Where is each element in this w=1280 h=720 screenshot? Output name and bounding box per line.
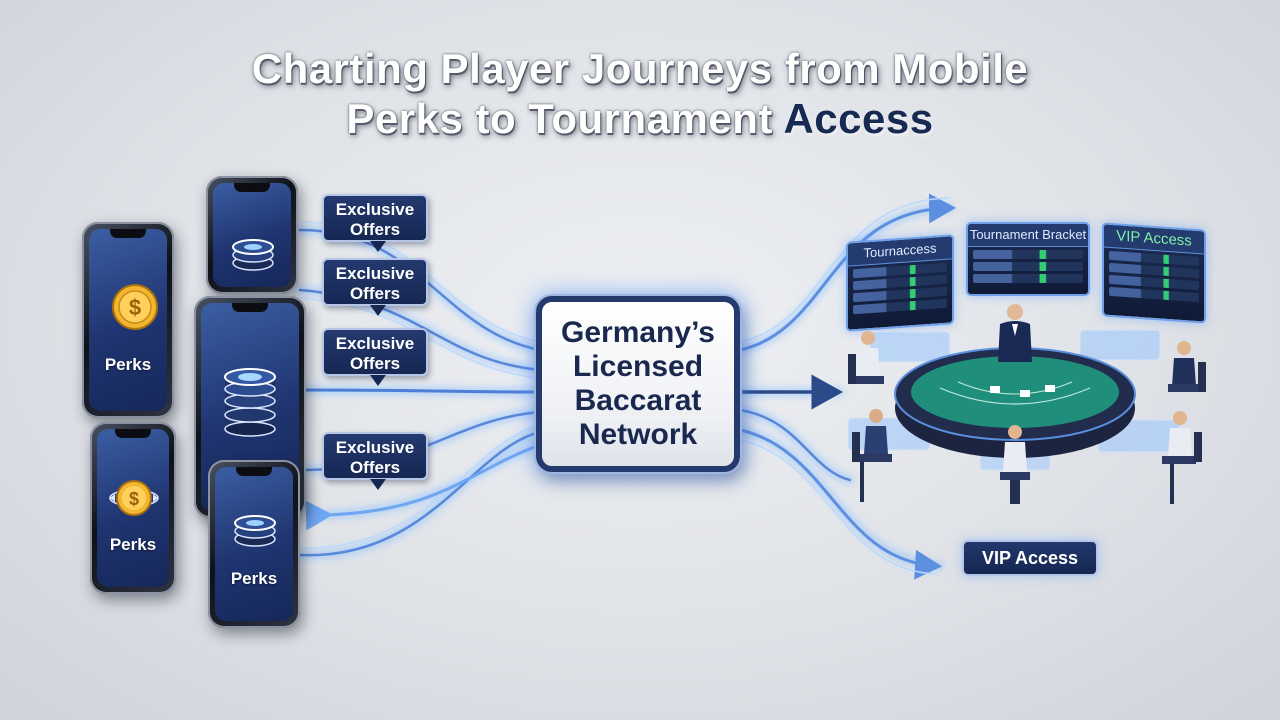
poker-chip-icon (234, 515, 276, 547)
title-line-1: Charting Player Journeys from Mobile (251, 45, 1029, 92)
diagram-title: Charting Player Journeys from Mobile Per… (0, 44, 1280, 144)
phone-perks-chip: Perks (208, 460, 300, 628)
spinning-coin-icon: $ (109, 480, 159, 516)
baccarat-table-scene (847, 304, 1206, 504)
chairs (848, 354, 1206, 504)
dealer-figure (998, 304, 1032, 362)
phone-screen: $ Perks (89, 229, 167, 411)
title-line-2-prefix: Perks to Tournament (346, 95, 784, 142)
phone-notch (115, 429, 151, 438)
board-title: Tournaccess (848, 236, 952, 267)
offer-bubble: Exclusive Offers (322, 432, 428, 490)
phone-notch (232, 303, 268, 312)
board-tournament-bracket: Tournament Bracket (966, 222, 1090, 296)
svg-text:$: $ (129, 489, 139, 509)
phone-notch (110, 229, 146, 238)
phone-notch (236, 467, 272, 476)
poker-chip-stack-icon (224, 368, 276, 437)
phone-notch (234, 183, 270, 192)
title-accent-word: Access (783, 95, 934, 142)
phone-perks-spin-coin: $ Perks (90, 422, 176, 594)
vip-access-badge: VIP Access (962, 540, 1098, 576)
phone-chip-top (206, 176, 298, 294)
offer-bubble: Exclusive Offers (322, 328, 428, 386)
phone-label: Perks (109, 535, 157, 554)
phone-screen: $ Perks (97, 429, 169, 587)
phone-label: Perks (104, 355, 152, 374)
phone-screen (213, 183, 291, 287)
poker-chip-icon (232, 239, 274, 271)
offer-bubble: Exclusive Offers (322, 258, 428, 316)
svg-text:$: $ (129, 295, 141, 320)
dollar-coin-icon: $ (112, 284, 158, 330)
title-line-2: Perks to Tournament Access (0, 94, 1280, 144)
board-title: Tournament Bracket (968, 224, 1088, 247)
offer-bubble: Exclusive Offers (322, 194, 428, 252)
phone-screen: Perks (215, 467, 293, 621)
hub-label: Germany’s Licensed Baccarat Network (561, 316, 715, 451)
phone-perks-coin: $ Perks (82, 222, 174, 418)
board-title: VIP Access (1104, 224, 1204, 255)
baccarat-table (894, 347, 1136, 458)
baccarat-network-hub: Germany’s Licensed Baccarat Network (536, 296, 740, 472)
phone-label: Perks (230, 569, 278, 588)
player-figures (850, 331, 1202, 480)
